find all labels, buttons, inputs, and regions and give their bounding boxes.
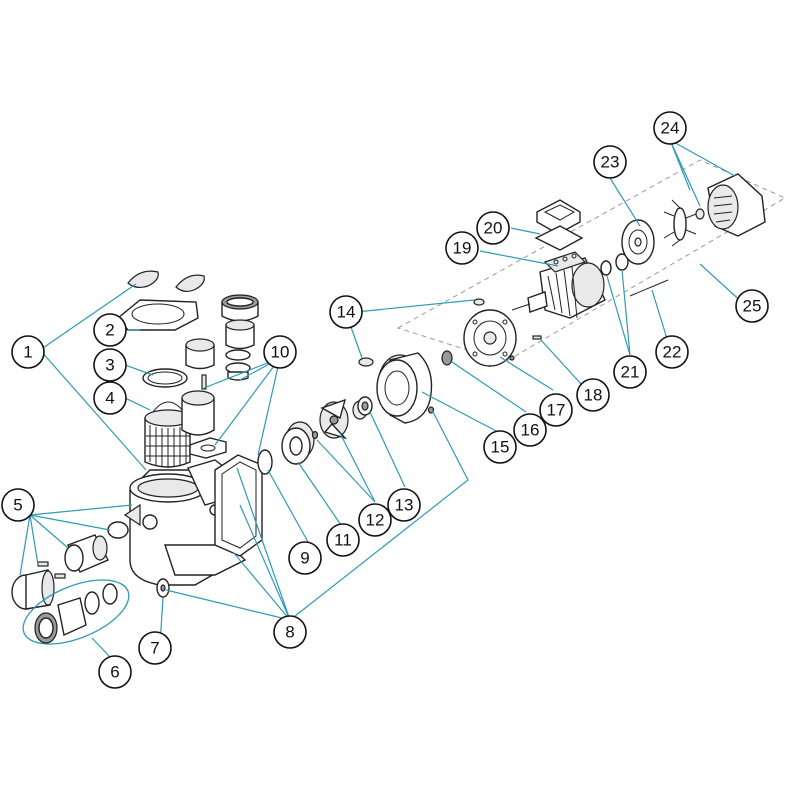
callout-23: 23 <box>593 145 627 179</box>
svg-text:15: 15 <box>491 438 510 457</box>
diffuser <box>281 421 315 465</box>
discharge-union-nut <box>221 294 259 322</box>
callout-25: 25 <box>735 289 769 323</box>
cover-knob-left <box>127 270 159 289</box>
svg-text:19: 19 <box>453 239 472 258</box>
callout-20: 20 <box>476 211 510 245</box>
callout-19: 19 <box>445 231 479 265</box>
svg-text:25: 25 <box>743 297 762 316</box>
leader-lines <box>19 139 746 658</box>
svg-text:3: 3 <box>105 356 114 375</box>
svg-text:6: 6 <box>110 663 119 682</box>
callout-13: 13 <box>387 488 421 522</box>
seal-o-ring <box>257 449 273 475</box>
svg-text:8: 8 <box>285 623 294 642</box>
terminal-box-gasket <box>534 225 584 251</box>
callout-7: 7 <box>138 631 172 665</box>
callout-9: 9 <box>288 541 322 575</box>
bracket-screw <box>358 298 485 367</box>
strainer-lid <box>117 299 199 331</box>
callout-17: 17 <box>539 393 573 427</box>
discharge-screw <box>201 374 207 390</box>
svg-text:20: 20 <box>484 219 503 238</box>
tie-rod <box>629 279 669 297</box>
callout-2: 2 <box>93 313 127 347</box>
suction-tailpiece <box>64 534 109 573</box>
svg-text:22: 22 <box>663 343 682 362</box>
svg-text:16: 16 <box>521 421 540 440</box>
union-set <box>34 583 118 644</box>
discharge-pipe <box>185 338 215 370</box>
discharge-elbow <box>181 390 215 436</box>
motor-body <box>511 251 606 319</box>
callout-6: 6 <box>98 655 132 689</box>
suction-o-ring <box>107 521 129 539</box>
suction-union-nut <box>11 569 55 610</box>
svg-text:7: 7 <box>150 639 159 658</box>
svg-text:23: 23 <box>601 153 620 172</box>
callout-21: 21 <box>613 355 647 389</box>
motor-front-flange <box>463 309 517 367</box>
svg-text:4: 4 <box>105 389 114 408</box>
cover-knob-right <box>175 274 205 293</box>
svg-text:18: 18 <box>584 386 603 405</box>
callout-10: 10 <box>263 335 297 369</box>
strainer-basket <box>144 401 192 468</box>
callout-15: 15 <box>483 430 517 464</box>
pump-housing <box>123 459 247 586</box>
callout-12: 12 <box>358 503 392 537</box>
callout-11: 11 <box>326 523 360 557</box>
svg-text:11: 11 <box>334 531 352 550</box>
svg-text:9: 9 <box>300 549 309 568</box>
svg-text:12: 12 <box>366 511 385 530</box>
svg-text:5: 5 <box>13 496 22 515</box>
terminal-box-cover <box>536 199 581 235</box>
callout-3: 3 <box>93 348 127 382</box>
svg-text:24: 24 <box>661 119 680 138</box>
shaft-key <box>532 335 542 340</box>
discharge-tailpiece <box>225 319 255 381</box>
svg-text:13: 13 <box>395 496 414 515</box>
seal-plate <box>376 352 433 424</box>
callout-18: 18 <box>576 378 610 412</box>
callout-5: 5 <box>1 488 35 522</box>
fan-cover <box>707 173 766 237</box>
rear-bearing <box>600 260 612 276</box>
flange-nut <box>509 355 515 361</box>
callout-8: 8 <box>273 615 307 649</box>
rear-end-shield <box>621 219 655 265</box>
svg-text:21: 21 <box>621 363 640 382</box>
callout-1: 1 <box>11 335 45 369</box>
svg-text:17: 17 <box>547 401 566 420</box>
impeller <box>319 398 349 440</box>
svg-text:10: 10 <box>271 343 290 362</box>
union-set-highlight <box>22 579 130 645</box>
cooling-fan <box>663 199 705 247</box>
svg-text:1: 1 <box>23 343 32 362</box>
callout-16: 16 <box>513 413 547 447</box>
discharge-flange <box>189 437 227 459</box>
drain-plug <box>156 578 170 598</box>
impeller-screw <box>311 430 319 440</box>
shaft-seal <box>441 350 453 366</box>
svg-text:14: 14 <box>337 303 356 322</box>
callout-4: 4 <box>93 381 127 415</box>
callout-24: 24 <box>653 111 687 145</box>
callout-14: 14 <box>329 295 363 329</box>
callout-22: 22 <box>655 335 689 369</box>
svg-text:2: 2 <box>105 321 114 340</box>
mechanical-seal <box>352 396 373 420</box>
